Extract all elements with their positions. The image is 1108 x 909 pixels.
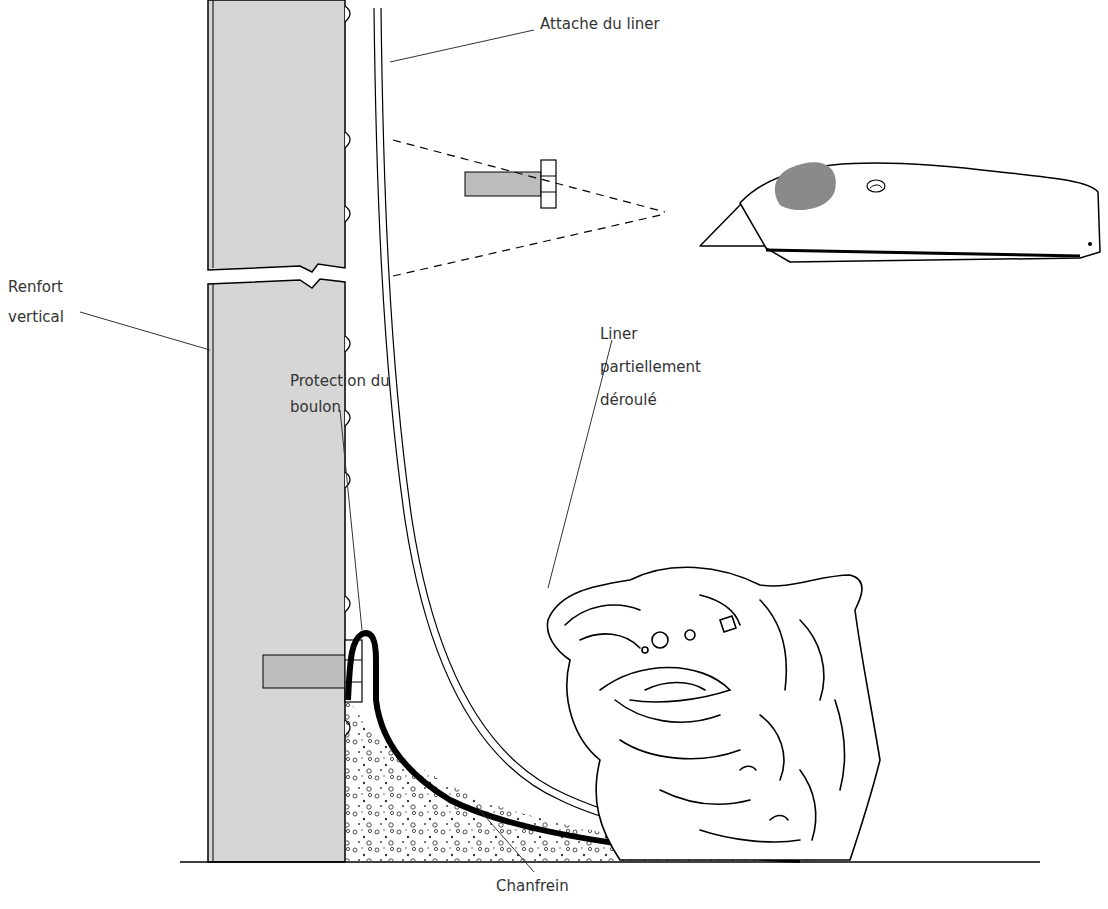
utility-knife bbox=[700, 162, 1100, 262]
leader-lines bbox=[80, 30, 612, 872]
unrolled-liner bbox=[547, 567, 880, 860]
part-label: Chanfrein bbox=[496, 876, 569, 896]
magnify-lines bbox=[393, 140, 665, 276]
part-label: Renfort vertical bbox=[8, 272, 80, 332]
vertical-reinforcement bbox=[208, 0, 350, 862]
bolt-detail bbox=[465, 160, 556, 208]
part-label: Protection du boulon bbox=[290, 368, 412, 420]
ground-line bbox=[180, 861, 1040, 863]
part-label: Attache du liner bbox=[540, 14, 660, 34]
part-label: Liner partiellement déroulé bbox=[600, 318, 718, 417]
